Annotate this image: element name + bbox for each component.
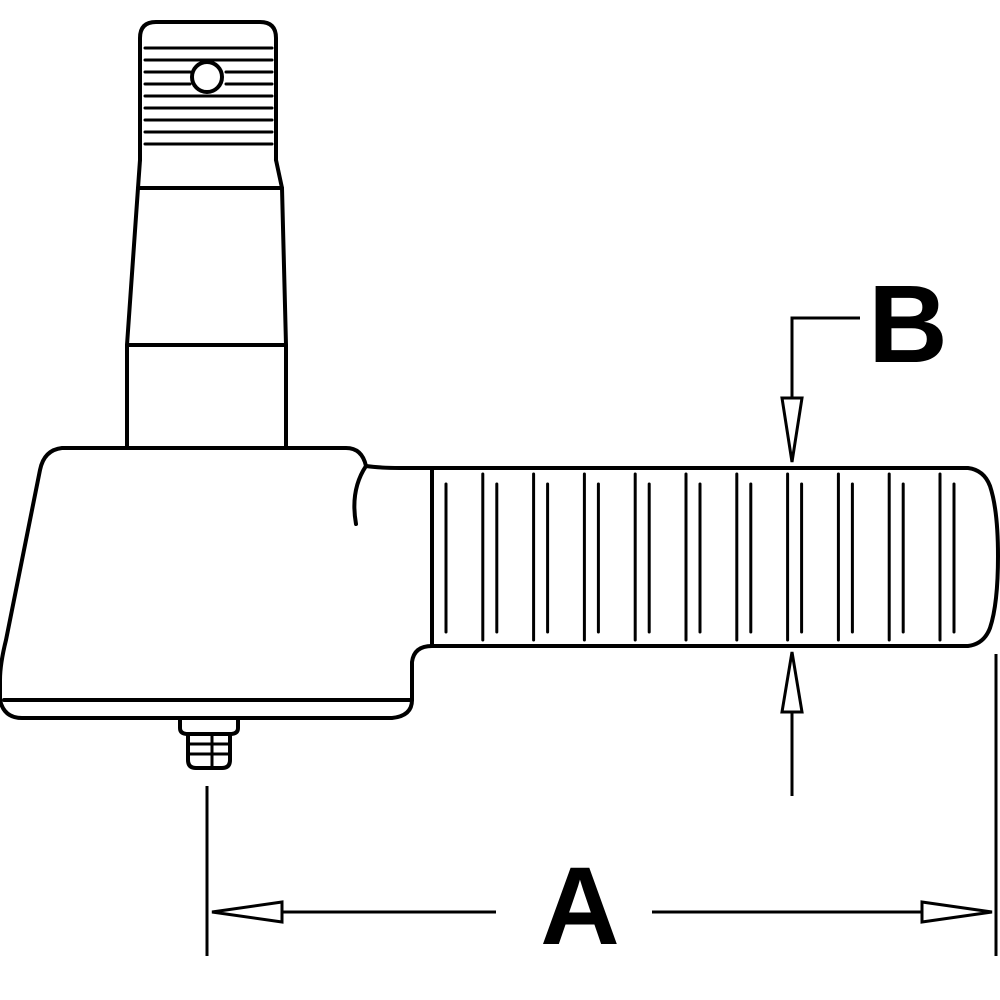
grease-fitting-nipple [186, 732, 232, 770]
dimension-b-arrow-bottom [780, 651, 804, 714]
dimension-b-label: B [868, 263, 948, 386]
dimension-a [205, 654, 998, 956]
stud-thread-lines [143, 46, 274, 146]
dimension-a-arrow-right [920, 900, 993, 924]
shank-thread-lines [444, 472, 956, 642]
shank-outline [430, 466, 1000, 648]
grease-fitting [178, 716, 240, 770]
dimension-b-leader [790, 316, 860, 398]
stud-threaded-tip [138, 20, 278, 162]
threaded-shank [430, 466, 1000, 648]
dimension-b [780, 316, 860, 796]
cotter-pin-hole [190, 60, 224, 94]
housing-neck-curve [352, 464, 434, 526]
housing-body [0, 446, 434, 720]
dimension-b-arrow-top [780, 396, 804, 463]
dimension-a-label: A [540, 845, 620, 968]
housing-outline [0, 446, 434, 720]
stud-shoulder [136, 158, 284, 190]
stud-taper [125, 186, 288, 450]
tapered-stud [125, 20, 288, 450]
dimension-a-arrow-left [211, 900, 284, 924]
grease-fitting-base [178, 716, 240, 736]
